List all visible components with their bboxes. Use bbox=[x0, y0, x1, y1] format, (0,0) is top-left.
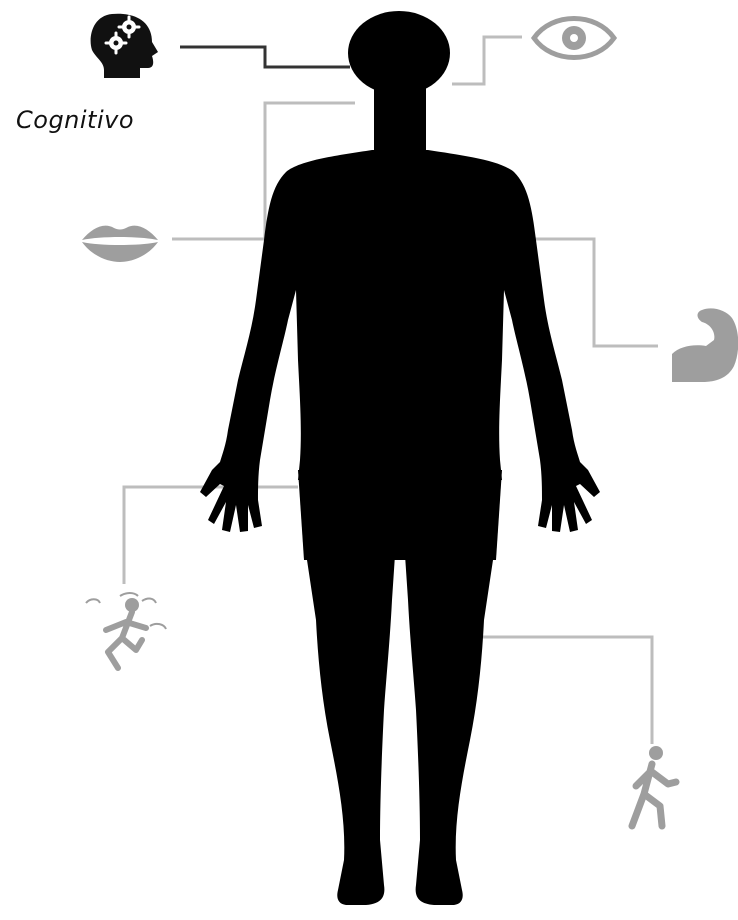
connector-walking bbox=[478, 637, 652, 744]
head-gears-icon bbox=[91, 14, 158, 78]
cognitive-label: Cognitivo bbox=[16, 106, 134, 134]
eye-icon bbox=[534, 19, 614, 58]
human-silhouette bbox=[200, 11, 600, 905]
lips-icon bbox=[82, 226, 158, 262]
dizzy-figure-icon bbox=[86, 593, 166, 668]
connector-eye bbox=[452, 37, 522, 84]
connector-cognitive bbox=[180, 47, 350, 67]
walking-person-icon bbox=[632, 746, 676, 826]
flexed-arm-icon bbox=[672, 308, 738, 382]
connector-balance bbox=[124, 487, 298, 584]
